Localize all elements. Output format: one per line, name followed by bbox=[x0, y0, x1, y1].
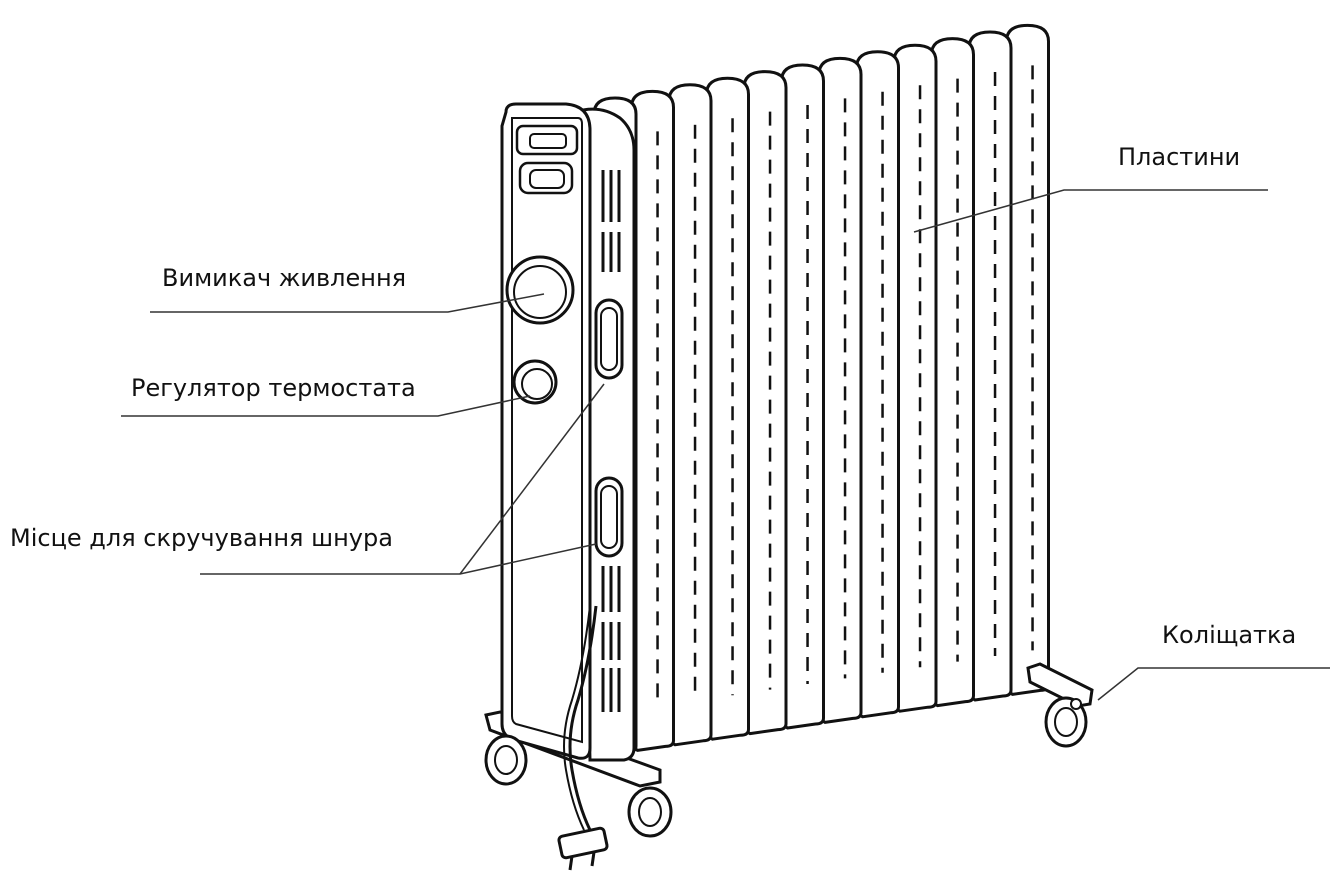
leader-lines bbox=[121, 189, 1330, 701]
power-switch-knob-inner bbox=[513, 265, 567, 319]
rear-foot bbox=[1026, 662, 1094, 708]
panel-inner-border bbox=[511, 117, 583, 744]
wheel-rear-hub bbox=[1054, 707, 1078, 737]
heater-fin bbox=[630, 89, 675, 752]
cord-line bbox=[568, 605, 598, 842]
heater-fins bbox=[592, 23, 1050, 758]
label-wheels: Коліщатка bbox=[1162, 621, 1297, 649]
leader-cord-bottom bbox=[200, 543, 597, 575]
heater-fin bbox=[742, 70, 788, 736]
label-plates: Пластини bbox=[1118, 143, 1241, 171]
leader-cord-top bbox=[459, 383, 605, 575]
heater-fin bbox=[705, 76, 750, 741]
leader-thermostat bbox=[121, 395, 531, 417]
heater-fin bbox=[1005, 23, 1050, 696]
cord-line-inner bbox=[563, 605, 591, 831]
wheel-rear-axle bbox=[1070, 698, 1082, 710]
wheel-front-right-hub bbox=[638, 797, 662, 827]
thermostat-knob-inner bbox=[521, 368, 553, 400]
label-power-switch: Вимикач живлення bbox=[162, 264, 407, 292]
side-vents bbox=[601, 170, 621, 712]
indicator-light bbox=[529, 133, 567, 149]
cord-holder-bottom-inner bbox=[600, 485, 618, 549]
power-cord bbox=[557, 605, 609, 871]
leader-power-switch bbox=[150, 293, 545, 313]
wheel-front-left-hub bbox=[494, 745, 518, 775]
leader-wheels bbox=[1097, 667, 1330, 701]
power-plug bbox=[557, 826, 609, 860]
heater-fin bbox=[667, 83, 713, 747]
indicator-window-inner bbox=[529, 169, 565, 189]
wheels-group bbox=[484, 696, 1088, 838]
cord-holder-top-inner bbox=[600, 307, 618, 371]
plug-pin-1 bbox=[568, 855, 574, 871]
heater-fin bbox=[817, 56, 863, 724]
fin-dashes bbox=[618, 65, 1034, 712]
heater-fin bbox=[892, 43, 938, 713]
leader-plates bbox=[913, 189, 1268, 233]
heater-fin bbox=[855, 50, 900, 719]
heater-fin bbox=[780, 63, 825, 730]
heater-fin bbox=[967, 30, 1013, 702]
heater-fin bbox=[930, 37, 975, 708]
label-thermostat: Регулятор термостата bbox=[131, 374, 416, 402]
label-cord-storage: Місце для скручування шнура bbox=[10, 524, 393, 552]
plug-pin-2 bbox=[590, 851, 596, 867]
